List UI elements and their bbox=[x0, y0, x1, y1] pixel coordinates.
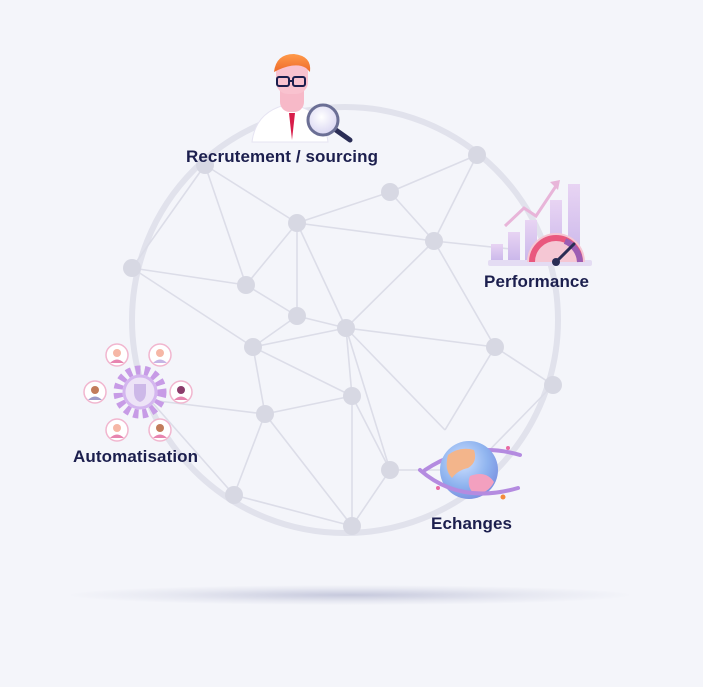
person-avatar bbox=[148, 418, 172, 442]
automation-gear-people-icon bbox=[83, 343, 193, 442]
label-recrutement: Recrutement / sourcing bbox=[186, 147, 379, 166]
person-avatar bbox=[105, 418, 129, 442]
person-avatar bbox=[83, 380, 107, 404]
label-echanges: Echanges bbox=[431, 514, 513, 533]
label-automatisation: Automatisation bbox=[73, 447, 199, 466]
network-node bbox=[196, 156, 214, 174]
outer-ring bbox=[129, 104, 561, 536]
network-node bbox=[244, 338, 262, 356]
recruiter-magnifier-icon bbox=[251, 54, 353, 143]
globe-orbit-icon bbox=[418, 441, 522, 500]
network-node bbox=[123, 259, 141, 277]
network-node bbox=[288, 307, 306, 325]
network-node bbox=[288, 214, 306, 232]
network-node bbox=[468, 146, 486, 164]
network-node bbox=[225, 486, 243, 504]
network-node bbox=[381, 461, 399, 479]
network-node bbox=[237, 276, 255, 294]
network-node bbox=[381, 183, 399, 201]
network-node bbox=[337, 319, 355, 337]
network-node bbox=[425, 232, 443, 250]
ground-shadow bbox=[70, 585, 630, 605]
network-node bbox=[544, 376, 562, 394]
person-avatar bbox=[169, 380, 193, 404]
person-avatar bbox=[148, 343, 172, 367]
performance-gauge-chart-icon bbox=[488, 180, 592, 266]
network-node bbox=[486, 338, 504, 356]
network-nodes bbox=[123, 146, 562, 535]
network-node bbox=[343, 387, 361, 405]
network-edges bbox=[131, 154, 554, 527]
network-node bbox=[343, 517, 361, 535]
person-avatar bbox=[105, 343, 129, 367]
label-performance: Performance bbox=[484, 272, 590, 291]
network-node bbox=[256, 405, 274, 423]
